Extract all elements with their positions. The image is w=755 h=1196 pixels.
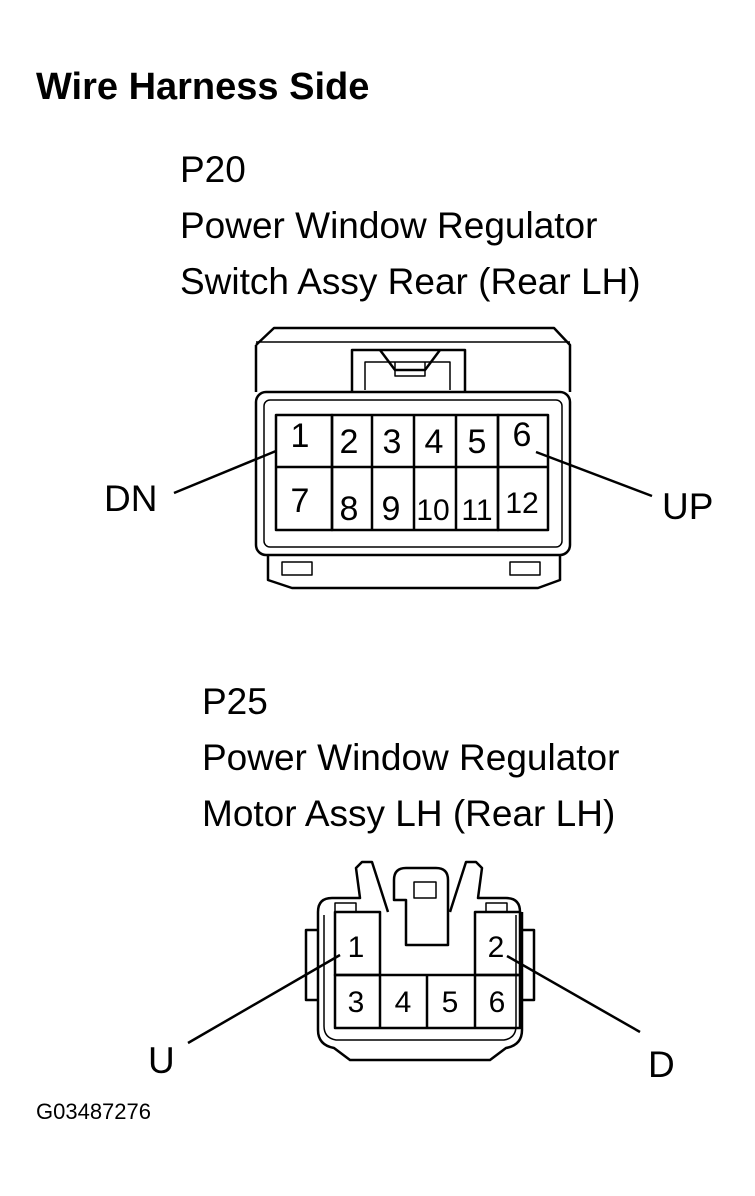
p20-pin-11: 11 [461, 494, 492, 527]
connector-p20-name-line2: Switch Assy Rear (Rear LH) [180, 261, 641, 302]
p25-u-leader-line [187, 953, 341, 1045]
p25-d-leader-line [506, 954, 641, 1034]
p20-pin-2: 2 [340, 423, 359, 461]
connector-p20-pin-grid [274, 413, 550, 532]
p25-pin-3: 3 [348, 986, 365, 1019]
p20-pin-9: 9 [382, 490, 401, 528]
p25-pin-6: 6 [489, 986, 506, 1019]
p20-pin-10: 10 [416, 494, 449, 527]
p25-pin-5: 5 [442, 986, 459, 1019]
p25-pin-2: 2 [488, 931, 505, 964]
p20-pin-8: 8 [340, 490, 359, 528]
p20-pin-3: 3 [383, 423, 402, 461]
diagram-heading: Wire Harness Side [36, 66, 370, 108]
connector-p25-caption: P25 Power Window Regulator Motor Assy LH… [202, 674, 619, 842]
connector-p25-pin-grid [333, 910, 522, 1030]
connector-p20-code: P20 [180, 149, 246, 190]
connector-p20-caption: P20 Power Window Regulator Switch Assy R… [180, 142, 641, 310]
connector-p25-name-line1: Power Window Regulator [202, 737, 620, 778]
p20-dn-label: DN [104, 478, 158, 519]
p20-up-label: UP [662, 486, 714, 527]
p20-up-leader-line [535, 450, 653, 498]
p20-pin-6: 6 [513, 416, 532, 454]
p25-pin-1: 1 [348, 931, 365, 964]
p25-d-label: D [648, 1044, 675, 1085]
p25-u-label: U [148, 1040, 175, 1081]
p20-pin-1: 1 [291, 417, 310, 455]
p20-pin-4: 4 [425, 423, 444, 461]
connector-p25-name-line2: Motor Assy LH (Rear LH) [202, 793, 616, 834]
connector-p25-body [304, 860, 536, 1062]
figure-id: G03487276 [36, 1099, 151, 1124]
p25-pin-4: 4 [395, 986, 412, 1019]
connector-p20-name-line1: Power Window Regulator [180, 205, 598, 246]
connector-p20-body [254, 326, 572, 590]
p20-pin-5: 5 [468, 423, 487, 461]
p20-dn-leader-line [173, 449, 277, 495]
connector-p25-code: P25 [202, 681, 268, 722]
p20-pin-12: 12 [505, 487, 538, 520]
p20-pin-7: 7 [291, 482, 310, 520]
